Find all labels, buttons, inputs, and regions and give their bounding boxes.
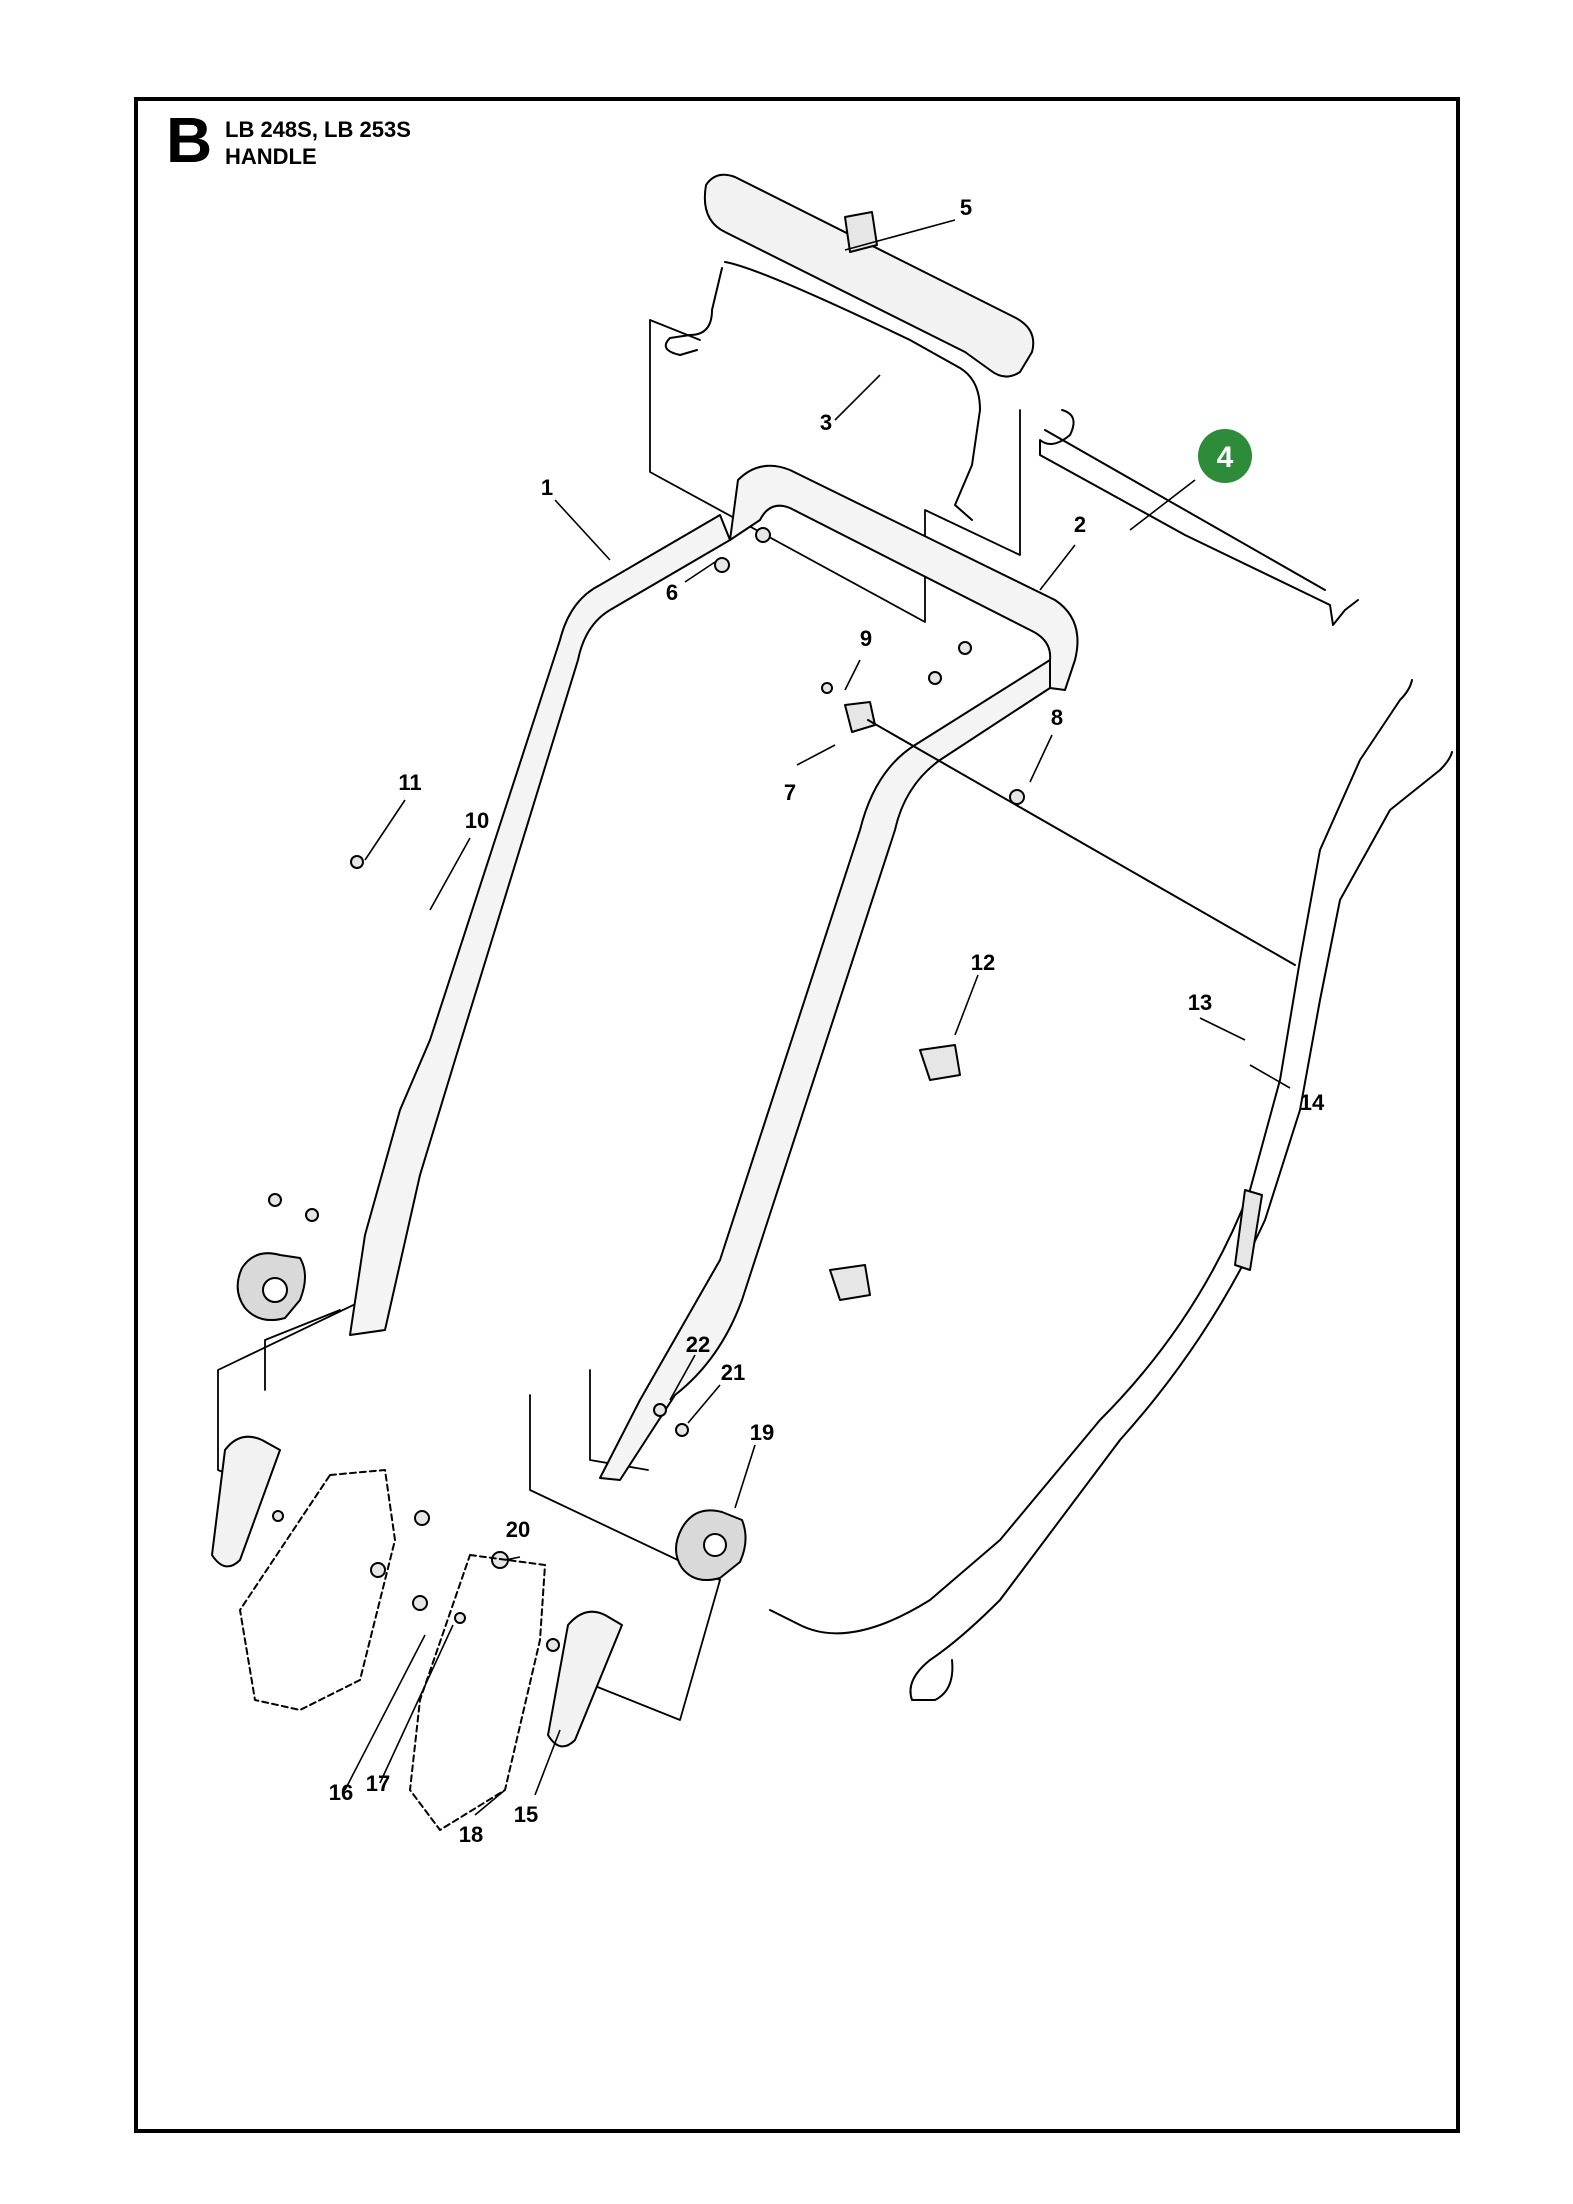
page-frame — [134, 97, 1460, 2133]
model-title: LB 248S, LB 253S — [225, 117, 411, 142]
brake-rod — [867, 719, 1296, 966]
callout-21: 21 — [721, 1360, 745, 1385]
callout-20: 20 — [506, 1517, 530, 1542]
callout-12: 12 — [971, 950, 995, 975]
adjustment-plates — [211, 1435, 623, 1831]
highlight-badge — [1198, 429, 1252, 483]
callout-5: 5 — [960, 195, 972, 220]
callout-labels: 1 2 3 5 6 7 8 9 10 11 12 13 14 15 16 17 … — [329, 195, 1325, 1847]
cable-clips — [829, 701, 961, 1301]
callout-9: 9 — [860, 626, 872, 651]
callout-3: 3 — [820, 410, 832, 435]
fasteners — [268, 527, 1025, 1652]
callout-14: 14 — [1300, 1090, 1325, 1115]
callout-15: 15 — [514, 1802, 538, 1827]
bail-wire — [1039, 409, 1359, 626]
callout-16: 16 — [329, 1780, 353, 1805]
group-title: HANDLE — [225, 144, 317, 169]
section-letter: B — [166, 104, 213, 176]
callout-7: 7 — [784, 780, 796, 805]
callout-13: 13 — [1188, 990, 1212, 1015]
callout-2: 2 — [1074, 512, 1086, 537]
callout-1: 1 — [541, 475, 553, 500]
callout-11: 11 — [398, 770, 421, 795]
callout-4: 4 — [1217, 441, 1234, 474]
callout-10: 10 — [465, 808, 489, 833]
bail-bracket — [664, 261, 981, 521]
control-cables — [769, 679, 1453, 1701]
callout-8: 8 — [1051, 705, 1063, 730]
callout-18: 18 — [459, 1822, 483, 1847]
callout-17: 17 — [366, 1771, 390, 1796]
handle-knobs — [236, 1252, 747, 1581]
leader-lines — [344, 219, 1291, 1816]
upper-handle — [349, 464, 1079, 1481]
grip-bar — [703, 173, 1035, 378]
callout-22: 22 — [686, 1332, 710, 1357]
callout-6: 6 — [666, 580, 678, 605]
callout-19: 19 — [750, 1420, 774, 1445]
